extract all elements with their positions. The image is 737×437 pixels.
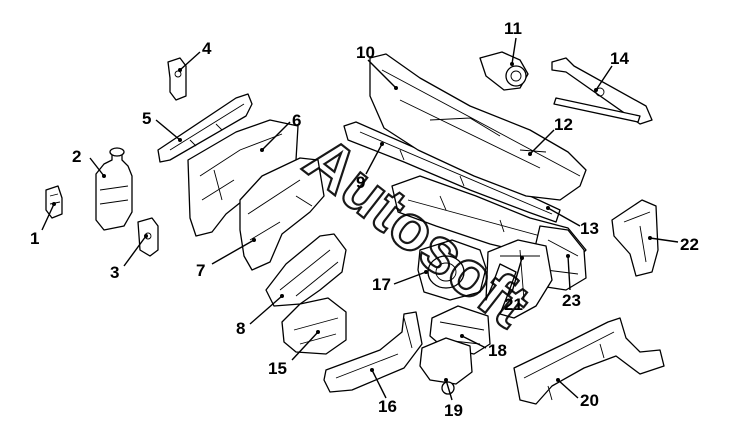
callout-15: 15 bbox=[268, 359, 287, 378]
callout-labels: 1 2 3 4 5 6 7 8 9 10 11 12 13 14 15 16 1… bbox=[30, 19, 699, 420]
part-10-12-cowl bbox=[369, 53, 587, 201]
callout-23: 23 bbox=[562, 291, 581, 310]
part-20 bbox=[513, 317, 665, 405]
callout-1: 1 bbox=[30, 229, 39, 248]
callout-19: 19 bbox=[444, 401, 463, 420]
callout-3: 3 bbox=[110, 263, 119, 282]
part-21 bbox=[485, 239, 553, 319]
callout-2: 2 bbox=[72, 147, 81, 166]
callout-20: 20 bbox=[580, 391, 599, 410]
callout-13: 13 bbox=[580, 219, 599, 238]
callout-8: 8 bbox=[236, 319, 245, 338]
callout-14: 14 bbox=[610, 49, 629, 68]
callout-11: 11 bbox=[504, 19, 522, 38]
part-5 bbox=[157, 93, 253, 163]
callout-12: 12 bbox=[554, 115, 573, 134]
part-15 bbox=[281, 297, 347, 355]
part-9 bbox=[343, 121, 561, 223]
part-22 bbox=[611, 199, 659, 277]
callout-10: 10 bbox=[356, 43, 375, 62]
callout-6: 6 bbox=[292, 111, 301, 130]
part-8 bbox=[265, 233, 347, 307]
part-14 bbox=[551, 57, 653, 125]
part-17 bbox=[417, 239, 487, 301]
part-7 bbox=[239, 157, 325, 271]
part-2 bbox=[95, 147, 133, 231]
part-11 bbox=[479, 51, 529, 91]
callout-4: 4 bbox=[202, 39, 212, 58]
part-19 bbox=[419, 337, 473, 395]
callout-16: 16 bbox=[378, 397, 397, 416]
callout-9: 9 bbox=[356, 173, 365, 192]
part-4 bbox=[167, 57, 187, 101]
callout-17: 17 bbox=[372, 275, 391, 294]
leader-lines bbox=[41, 37, 679, 401]
part-16 bbox=[323, 311, 423, 393]
callout-22: 22 bbox=[680, 235, 699, 254]
part-3 bbox=[137, 217, 159, 257]
callout-21: 21 bbox=[504, 295, 523, 314]
callout-5: 5 bbox=[142, 109, 151, 128]
callout-18: 18 bbox=[488, 341, 507, 360]
callout-7: 7 bbox=[196, 261, 205, 280]
